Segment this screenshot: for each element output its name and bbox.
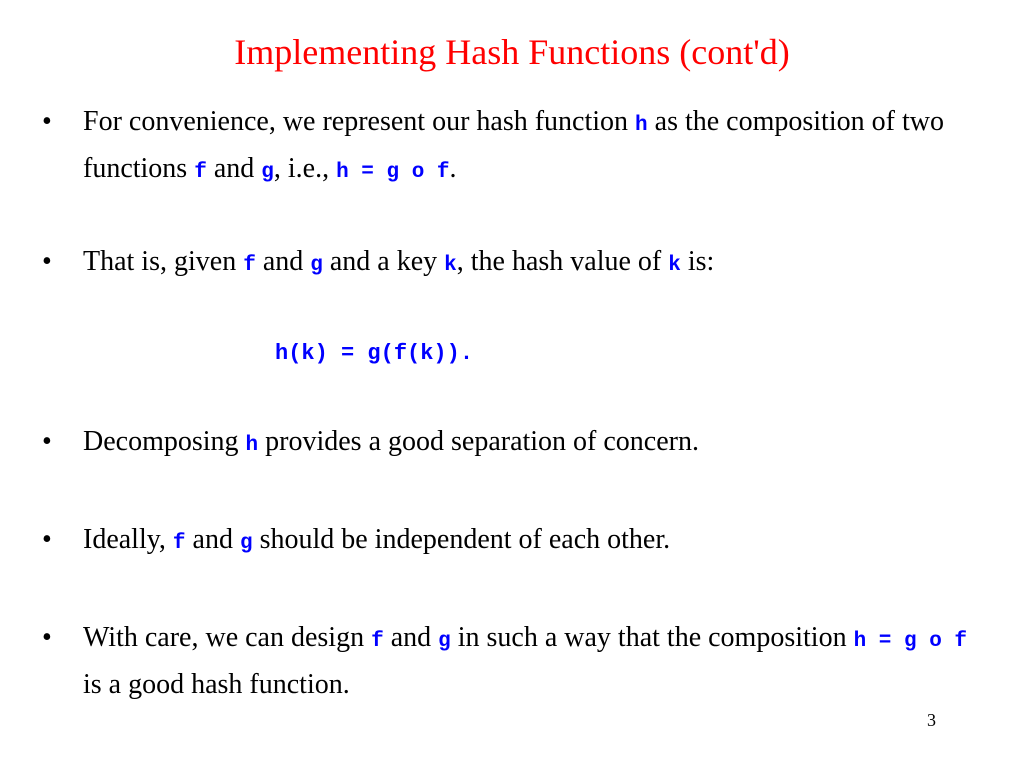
hash-formula: h(k) = g(f(k)).: [275, 341, 474, 366]
text-run: and: [206, 153, 262, 184]
bullet-symbol: •: [42, 426, 52, 457]
bullet-symbol: •: [42, 106, 52, 137]
code-token: k: [444, 254, 457, 277]
bullet-symbol: •: [42, 246, 52, 277]
code-token: g: [261, 161, 274, 184]
code-token: h = g o f: [336, 161, 450, 184]
bullet-item: • With care, we can design f and g in su…: [42, 616, 982, 706]
code-token: f: [194, 161, 207, 184]
bullet-item: • That is, given f and g and a key k, th…: [42, 240, 982, 287]
text-run: , the hash value of: [456, 246, 669, 277]
text-run: should be independent of each other.: [252, 524, 671, 555]
text-run: Decomposing: [83, 426, 246, 457]
bullet-symbol: •: [42, 622, 52, 653]
bullet-item: • Decomposing h provides a good separati…: [42, 420, 982, 467]
text-run: .: [449, 153, 457, 184]
text-run: is a good hash function.: [83, 669, 350, 700]
text-run: in such a way that the composition: [450, 622, 854, 653]
bullet-item: • Ideally, f and g should be independent…: [42, 518, 982, 565]
code-token: h: [245, 434, 259, 457]
text-run: That is, given: [83, 246, 244, 277]
code-token: g: [239, 532, 253, 555]
text-run: and: [383, 622, 439, 653]
text-run: and: [255, 246, 311, 277]
slide-title: Implementing Hash Functions (cont'd): [234, 32, 790, 72]
bullet-text: Decomposing h provides a good separation…: [83, 420, 982, 467]
code-token: f: [172, 532, 186, 555]
bullet-item: • For convenience, we represent our hash…: [42, 100, 982, 194]
text-run: and: [185, 524, 240, 555]
text-run: Ideally,: [83, 524, 173, 555]
page-number: 3: [927, 710, 936, 730]
code-token: h = g o f: [853, 630, 967, 653]
code-token: k: [668, 254, 681, 277]
text-run: and a key: [322, 246, 445, 277]
bullet-text: That is, given f and g and a key k, the …: [83, 240, 982, 287]
code-token: f: [243, 254, 256, 277]
text-run: provides a good separation of concern.: [258, 426, 699, 457]
text-run: is:: [680, 246, 715, 277]
bullet-symbol: •: [42, 524, 52, 555]
text-run: For convenience, we represent our hash f…: [83, 106, 636, 137]
bullet-text: With care, we can design f and g in such…: [83, 616, 982, 706]
bullet-text: Ideally, f and g should be independent o…: [83, 518, 982, 565]
code-token: h: [635, 114, 648, 137]
text-run: , i.e.,: [273, 153, 337, 184]
code-token: g: [310, 254, 323, 277]
text-run: With care, we can design: [83, 622, 372, 653]
code-token: f: [371, 630, 384, 653]
code-token: g: [438, 630, 451, 653]
bullet-text: For convenience, we represent our hash f…: [83, 100, 982, 194]
text-run: as the composition of two functions: [83, 106, 944, 184]
